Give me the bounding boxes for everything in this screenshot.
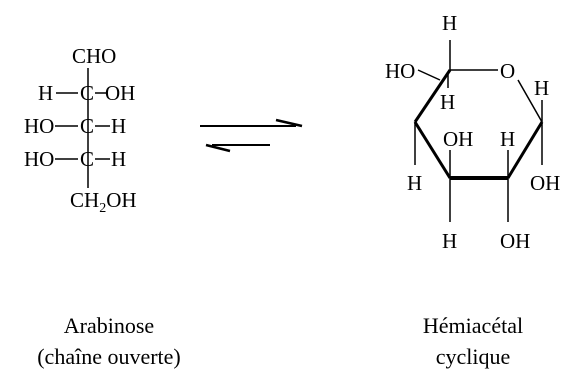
- reverse-arrow-head: [205, 143, 231, 153]
- c2-up-h: H: [500, 127, 515, 151]
- hydroxymethyl-group: CH2OH: [70, 188, 137, 216]
- ring-oxygen: O: [500, 59, 515, 83]
- aldehyde-group: CHO: [72, 44, 116, 68]
- ring-bond-c2b-c1: [506, 121, 544, 179]
- row2-right: H: [111, 114, 126, 138]
- captions: Arabinose (chaîne ouverte) Hémiacétal cy…: [37, 313, 523, 369]
- ring-bond-c4-c3: [413, 69, 452, 123]
- right-caption-line1: Hémiacétal: [423, 313, 523, 338]
- row1-carbon: C: [80, 81, 94, 105]
- row3-right: H: [111, 147, 126, 171]
- open-chain-structure: CHO H C OH HO C H HO C H CH2OH: [24, 44, 137, 216]
- c4-up-h: H: [442, 11, 457, 35]
- c4-down-h: H: [440, 90, 455, 114]
- c1-down-oh: OH: [530, 171, 560, 195]
- row1-left: H: [38, 81, 53, 105]
- row2-left: HO: [24, 114, 54, 138]
- left-caption-line1: Arabinose: [64, 313, 154, 338]
- row2-carbon: C: [80, 114, 94, 138]
- c1-right-h: H: [534, 76, 549, 100]
- c3b-bottom-h: H: [442, 229, 457, 253]
- forward-arrow-head: [275, 118, 303, 128]
- row1-right: OH: [105, 81, 135, 105]
- cyclic-structure: O H HO H H OH H OH H H OH: [385, 11, 560, 253]
- c3-down-h: H: [407, 171, 422, 195]
- right-caption-line2: cyclique: [436, 344, 511, 369]
- c3b-up-oh: OH: [443, 127, 473, 151]
- row3-left: HO: [24, 147, 54, 171]
- row3-carbon: C: [80, 147, 94, 171]
- equilibrium-arrows: [200, 118, 303, 153]
- c2-bottom-oh: OH: [500, 229, 530, 253]
- left-caption-line2: (chaîne ouverte): [37, 344, 181, 369]
- c4-left-ho: HO: [385, 59, 415, 83]
- c4-left-bond: [417, 69, 441, 81]
- ring-bond-c3-c2a: [413, 121, 452, 179]
- ring-bond-o-c1: [517, 79, 543, 123]
